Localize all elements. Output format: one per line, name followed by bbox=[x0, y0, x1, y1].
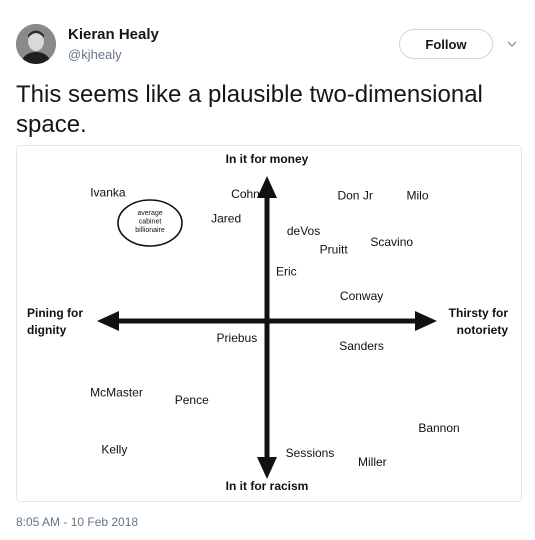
chevron-down-icon[interactable] bbox=[505, 37, 519, 51]
point-label: Cohn bbox=[231, 187, 260, 201]
point-label: Sessions bbox=[286, 446, 335, 460]
author-handle[interactable]: @kjhealy bbox=[68, 47, 122, 62]
axis-label-left: dignity bbox=[27, 323, 67, 337]
annotation-label: cabinet bbox=[139, 219, 162, 226]
axis-label-top: In it for money bbox=[226, 152, 309, 166]
annotation-label: billionaire bbox=[135, 227, 165, 234]
arrow-up-icon bbox=[257, 176, 277, 198]
point-label: McMaster bbox=[90, 385, 143, 399]
axes-layer: In it for money In it for racism Pining fo… bbox=[27, 152, 508, 493]
arrow-right-icon bbox=[415, 311, 437, 331]
point-label: Kelly bbox=[101, 443, 127, 457]
point-label: Milo bbox=[406, 188, 428, 202]
point-label: Ivanka bbox=[90, 185, 126, 199]
point-label: Pruitt bbox=[320, 243, 349, 257]
avatar-photo bbox=[16, 24, 56, 64]
point-label: deVos bbox=[287, 224, 320, 238]
arrow-left-icon bbox=[97, 311, 119, 331]
point-label: Pence bbox=[175, 393, 209, 407]
axis-label-right: notoriety bbox=[457, 323, 509, 337]
follow-button[interactable]: Follow bbox=[399, 29, 493, 59]
point-label: Jared bbox=[211, 212, 241, 226]
axis-label-left: Pining for bbox=[27, 306, 83, 320]
annotation-circle bbox=[117, 199, 183, 247]
quadrant-chart: In it for money In it for racism Pining fo… bbox=[27, 152, 508, 493]
axis-label-bottom: In it for racism bbox=[226, 479, 309, 493]
tweet-text: This seems like a plausible two-dimensio… bbox=[16, 81, 483, 138]
point-label: Priebus bbox=[217, 331, 258, 345]
tweet-image[interactable]: In it for money In it for racism Pining fo… bbox=[16, 145, 522, 502]
point-label: Scavino bbox=[370, 235, 413, 249]
point-label: Sanders bbox=[339, 339, 384, 353]
point-label: Eric bbox=[276, 264, 297, 278]
annotation-label: average bbox=[137, 210, 162, 217]
point-label: Conway bbox=[340, 289, 383, 303]
axis-label-right: Thirsty for bbox=[449, 306, 509, 320]
avatar[interactable] bbox=[16, 24, 56, 64]
timestamp[interactable]: 8:05 AM - 10 Feb 2018 bbox=[16, 515, 139, 529]
arrow-down-icon bbox=[257, 457, 277, 479]
point-label: Don Jr bbox=[337, 188, 372, 202]
point-label: Bannon bbox=[418, 421, 459, 435]
author-name[interactable]: Kieran Healy bbox=[68, 26, 159, 43]
point-label: Miller bbox=[358, 455, 387, 469]
